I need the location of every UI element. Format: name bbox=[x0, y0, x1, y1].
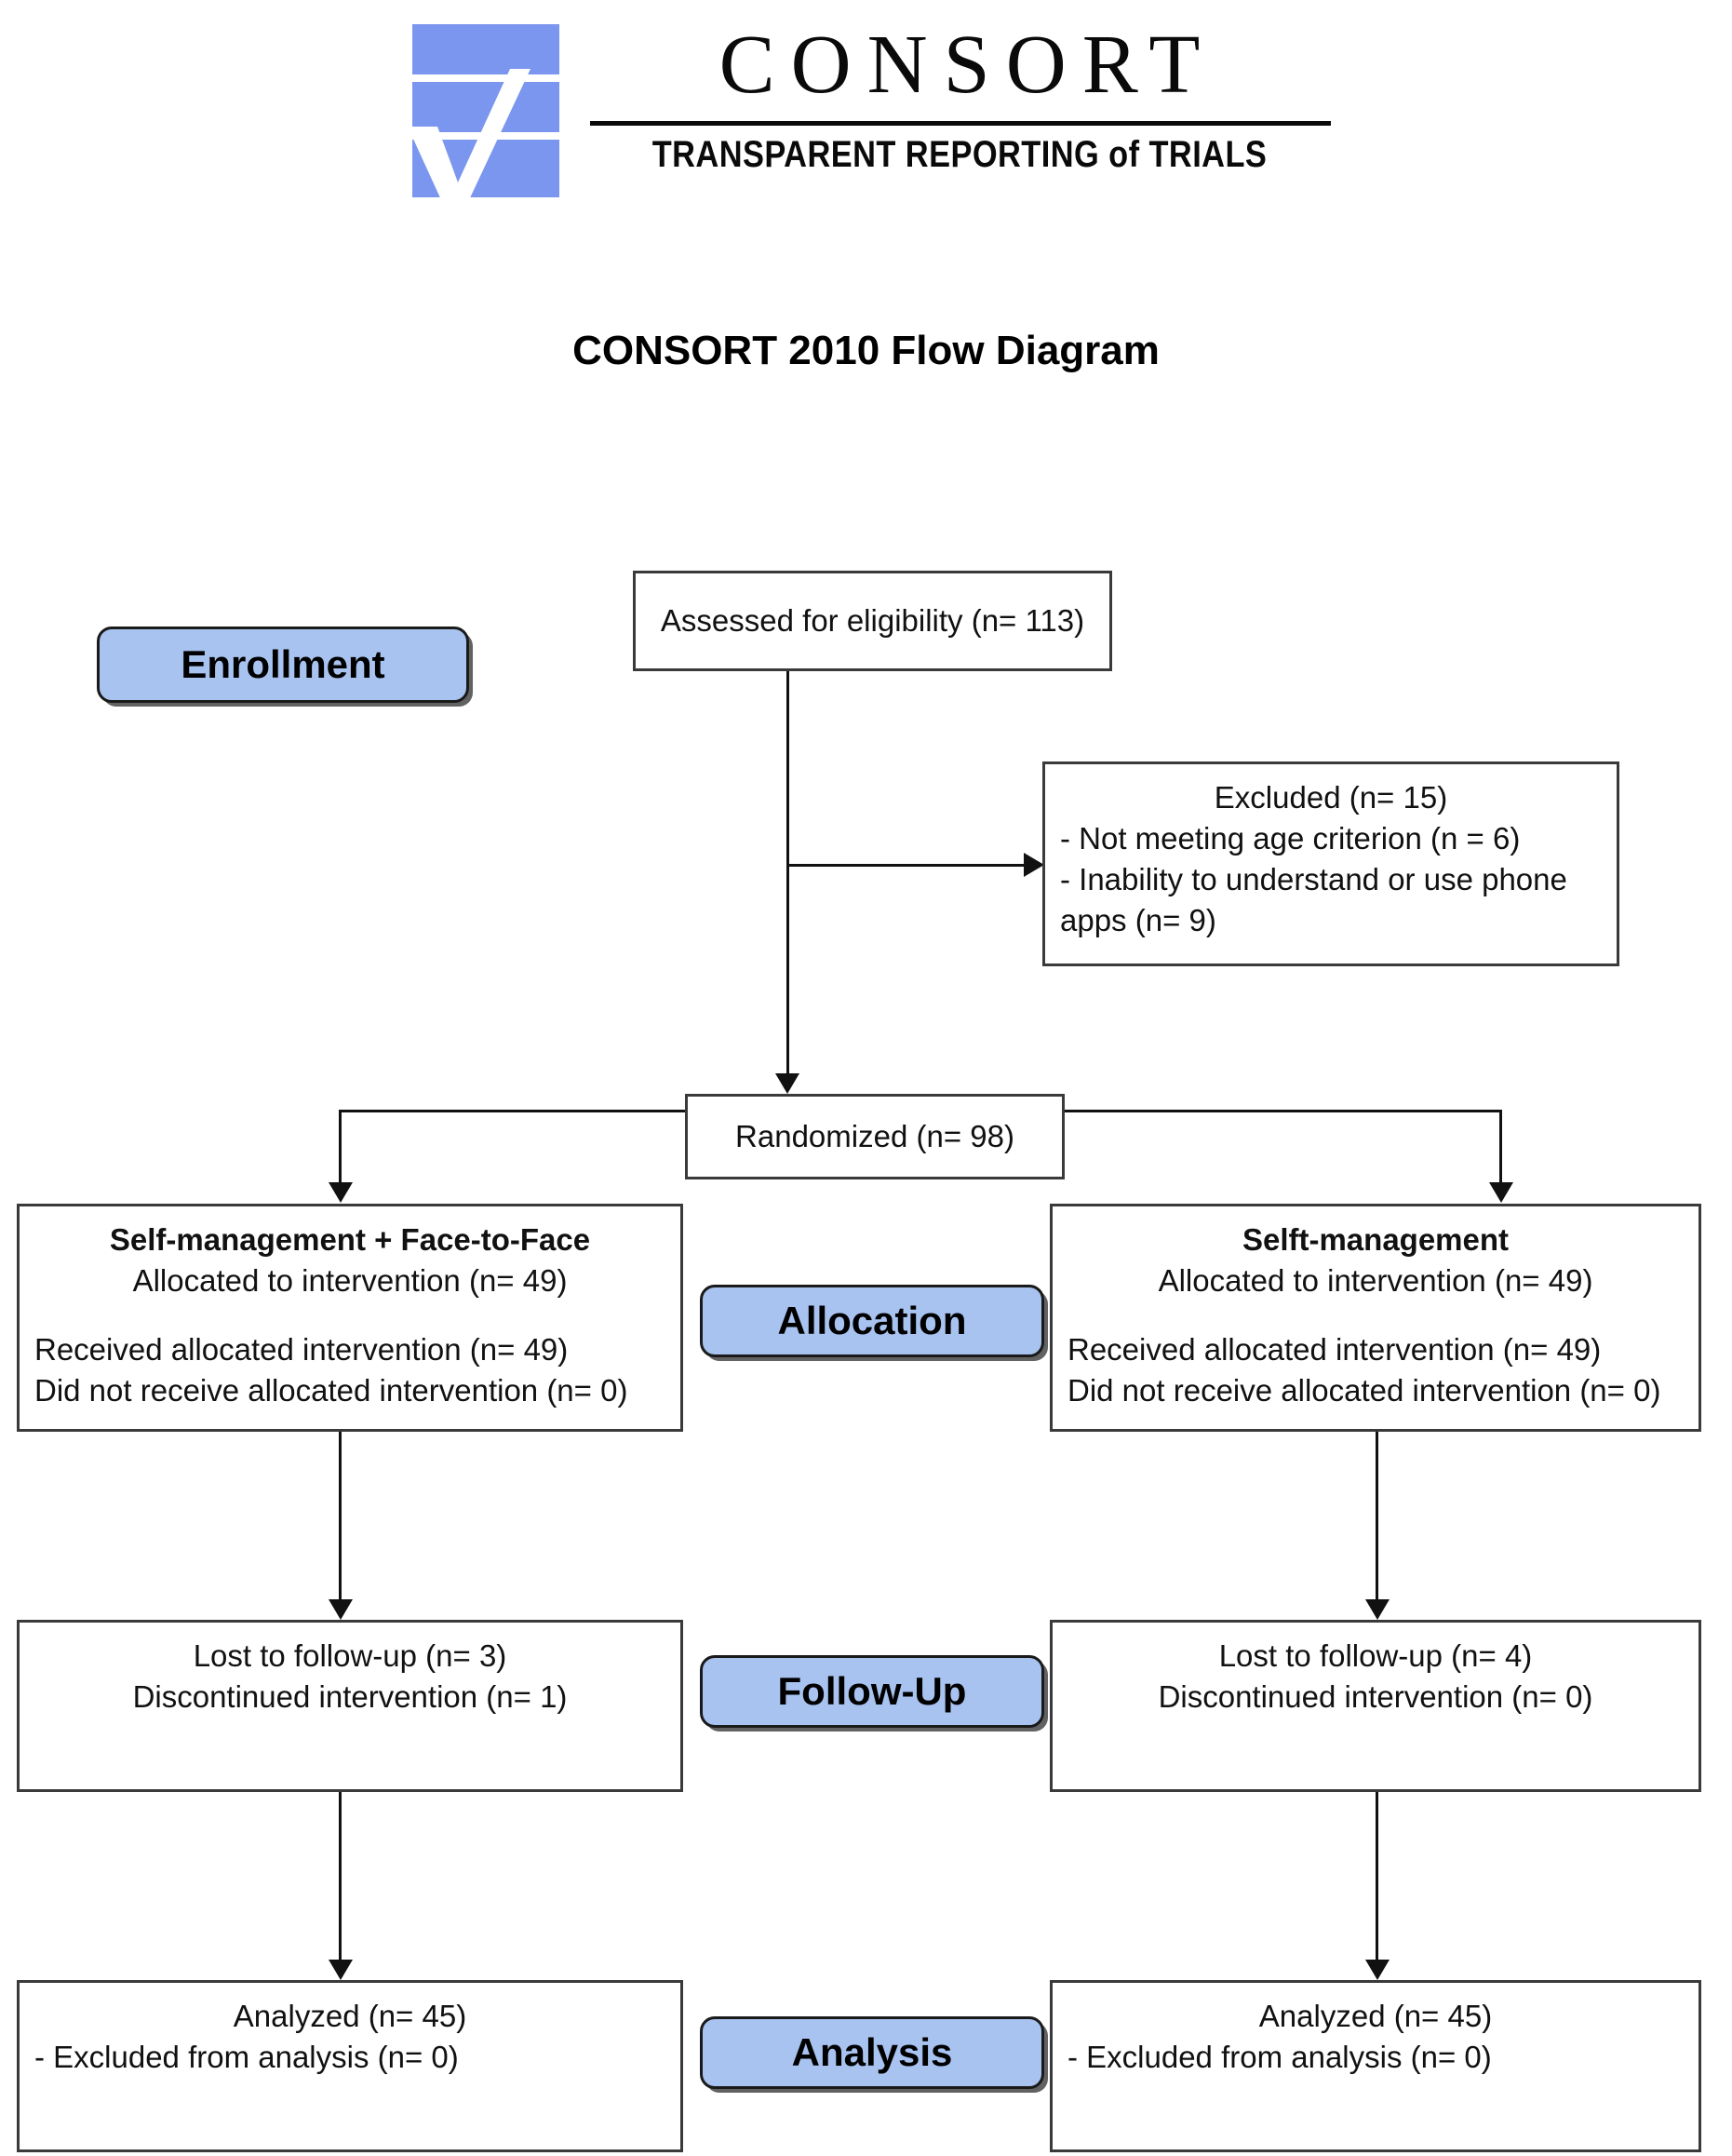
consort-logo: CONSORT TRANSPARENT REPORTING of TRIALS bbox=[400, 17, 1340, 204]
arrowhead-to-randomized bbox=[775, 1073, 799, 1094]
connector-drop-right-allocation bbox=[1499, 1110, 1502, 1184]
stage-pill-followup-label: Follow-Up bbox=[777, 1669, 967, 1713]
box-text-line: Did not receive allocated intervention (… bbox=[34, 1372, 628, 1408]
box-text-line: Received allocated intervention (n= 49) bbox=[34, 1331, 569, 1367]
arrowhead-right-allocation bbox=[1489, 1182, 1513, 1203]
line-spacer bbox=[34, 1301, 665, 1329]
connector-to-excluded bbox=[786, 864, 1024, 867]
stage-pill-analysis: Analysis bbox=[700, 2016, 1044, 2089]
consort-logo-mark bbox=[400, 24, 560, 204]
box-text-line: Lost to follow-up (n= 3) bbox=[193, 1638, 507, 1673]
box-text-line: - Excluded from analysis (n= 0) bbox=[34, 2039, 459, 2074]
box-assessed-for-eligibility: Assessed for eligibility (n= 113) bbox=[633, 571, 1112, 671]
connector-right-allocation-to-followup bbox=[1376, 1432, 1378, 1599]
arrowhead-left-allocation bbox=[329, 1182, 353, 1203]
stage-pill-analysis-label: Analysis bbox=[791, 2030, 953, 2074]
page-title: CONSORT 2010 Flow Diagram bbox=[572, 328, 1160, 373]
box-text-line: - Excluded from analysis (n= 0) bbox=[1067, 2039, 1492, 2074]
arrowhead-to-excluded bbox=[1024, 853, 1044, 877]
box-text-line: Discontinued intervention (n= 1) bbox=[132, 1678, 568, 1714]
box-followup-right: Lost to follow-up (n= 4) Discontinued int… bbox=[1050, 1620, 1701, 1792]
checkmark-icon bbox=[408, 69, 530, 204]
box-text-line: Selft-management bbox=[1242, 1222, 1510, 1257]
line-spacer bbox=[1067, 1301, 1684, 1329]
connector-randomized-left bbox=[339, 1110, 685, 1112]
consort-logo-text: CONSORT TRANSPARENT REPORTING of TRIALS bbox=[583, 17, 1336, 203]
box-text-line: Received allocated intervention (n= 49) bbox=[1067, 1331, 1602, 1367]
box-followup-left: Lost to follow-up (n= 3) Discontinued int… bbox=[17, 1620, 683, 1792]
box-text-line: Randomized (n= 98) bbox=[735, 1119, 1014, 1154]
arrowhead-left-followup bbox=[329, 1599, 353, 1620]
box-text-line: apps (n= 9) bbox=[1060, 902, 1216, 937]
box-text-line: Did not receive allocated intervention (… bbox=[1067, 1372, 1661, 1408]
box-analysis-left: Analyzed (n= 45) - Excluded from analysis… bbox=[17, 1980, 683, 2152]
connector-drop-left-allocation bbox=[339, 1110, 342, 1184]
connector-left-followup-to-analysis bbox=[339, 1792, 342, 1960]
box-text-line: Excluded (n= 15) bbox=[1214, 780, 1448, 815]
stage-pill-followup: Follow-Up bbox=[700, 1655, 1044, 1728]
arrowhead-right-followup bbox=[1365, 1599, 1390, 1620]
stage-pill-allocation: Allocation bbox=[700, 1285, 1044, 1357]
box-text-line: Lost to follow-up (n= 4) bbox=[1218, 1638, 1533, 1673]
arrowhead-right-analysis bbox=[1365, 1960, 1390, 1980]
stage-pill-enrollment: Enrollment bbox=[97, 627, 469, 703]
consort-tagline: TRANSPARENT REPORTING of TRIALS bbox=[651, 134, 1268, 175]
connector-randomized-right bbox=[1065, 1110, 1502, 1112]
box-text-line: Analyzed (n= 45) bbox=[233, 1999, 467, 2033]
box-text-line: - Inability to understand or use phone bbox=[1060, 861, 1567, 896]
stage-pill-enrollment-label: Enrollment bbox=[181, 642, 385, 686]
box-excluded: Excluded (n= 15) - Not meeting age criter… bbox=[1042, 761, 1619, 966]
box-text-line: Self-management + Face-to-Face bbox=[109, 1222, 591, 1257]
box-text-line: Analyzed (n= 45) bbox=[1258, 1999, 1493, 2033]
box-text-line: Allocated to intervention (n= 49) bbox=[1158, 1262, 1593, 1298]
connector-left-allocation-to-followup bbox=[339, 1432, 342, 1599]
arrowhead-left-analysis bbox=[329, 1960, 353, 1980]
box-randomized: Randomized (n= 98) bbox=[685, 1094, 1065, 1179]
box-text-line: Allocated to intervention (n= 49) bbox=[132, 1262, 568, 1298]
logo-bar-top bbox=[412, 24, 559, 74]
box-text-line: Assessed for eligibility (n= 113) bbox=[660, 603, 1085, 639]
box-analysis-right: Analyzed (n= 45) - Excluded from analysis… bbox=[1050, 1980, 1701, 2152]
box-text-line: Discontinued intervention (n= 0) bbox=[1158, 1678, 1593, 1714]
connector-right-followup-to-analysis bbox=[1376, 1792, 1378, 1960]
box-text-line: - Not meeting age criterion (n = 6) bbox=[1060, 820, 1521, 856]
consort-wordmark: CONSORT bbox=[718, 19, 1216, 111]
connector-assessed-to-randomized bbox=[786, 671, 789, 1073]
logo-divider-rule bbox=[590, 121, 1331, 126]
stage-pill-allocation-label: Allocation bbox=[777, 1299, 967, 1342]
